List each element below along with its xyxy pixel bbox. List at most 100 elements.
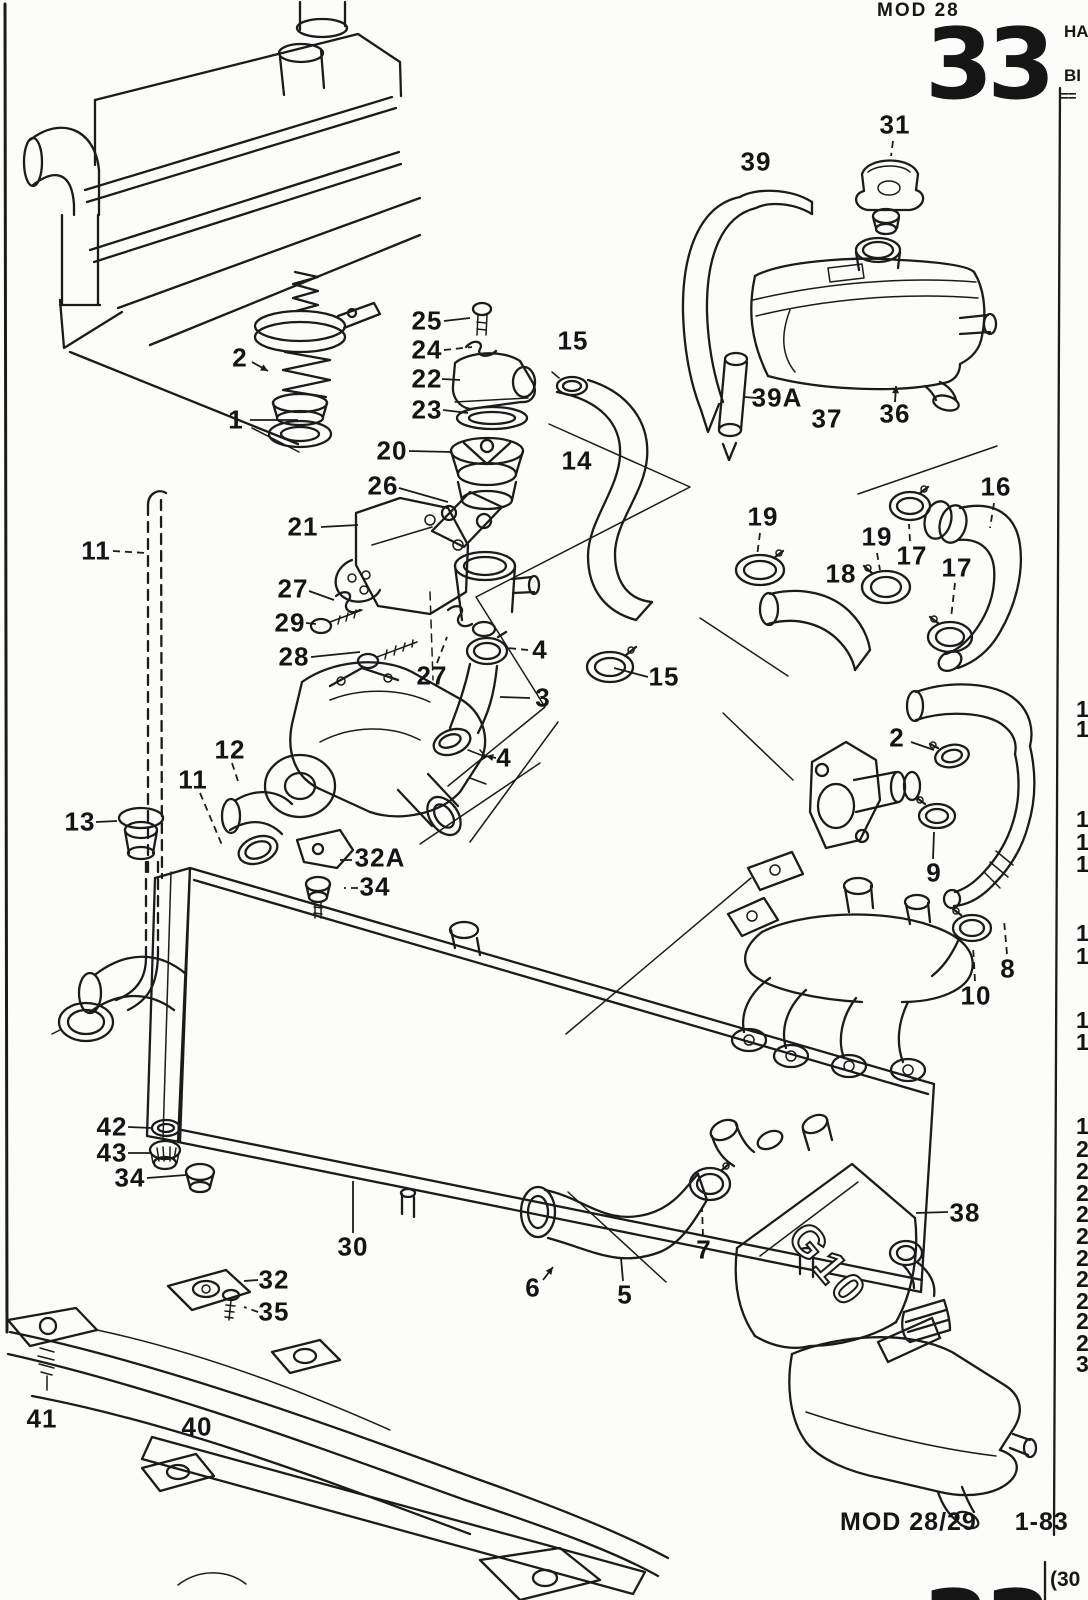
clipped-digit: 2	[1076, 1266, 1088, 1292]
part-label-25: 25	[411, 305, 443, 336]
footer-model-line: MOD 28/29 1-83	[840, 1508, 1069, 1537]
leader-line-11	[112, 550, 147, 554]
leader-line-19	[876, 552, 881, 571]
part-label-36: 36	[879, 398, 911, 429]
leader-line-21	[320, 524, 359, 528]
footer-corner-note: (30	[1050, 1568, 1081, 1591]
leader-line-34	[146, 1174, 187, 1179]
part-label-16: 16	[980, 471, 1012, 502]
construction-lines	[419, 423, 998, 1283]
leader-line-19	[756, 532, 761, 557]
leader-line-13	[95, 820, 118, 823]
part-label-11: 11	[81, 535, 111, 566]
leader-arrowhead-6	[545, 1267, 553, 1275]
part-label-15: 15	[557, 325, 589, 356]
part-label-4: 4	[496, 742, 512, 773]
leader-line-8	[1003, 919, 1008, 955]
clipped-digit: 1	[1076, 1029, 1088, 1055]
leader-line-5	[620, 1257, 624, 1282]
leader-line-26	[398, 487, 449, 503]
part-label-9: 9	[926, 857, 942, 888]
part-label-30: 30	[337, 1231, 369, 1262]
leader-line-17	[908, 523, 911, 542]
part-label-29: 29	[274, 607, 306, 638]
leader-arrowhead-4	[486, 754, 494, 761]
page-rules	[3, 2, 1062, 1600]
clipped-digit: 1	[1076, 696, 1088, 722]
leader-line-29	[305, 622, 317, 625]
hose14-drawing	[551, 371, 654, 622]
part-label-15: 15	[648, 661, 680, 692]
outlet-flange-drawing	[808, 683, 1036, 978]
leader-line-20	[408, 450, 453, 453]
overflow-tank-drawing: G10	[734, 1162, 1038, 1530]
leader-line-28	[310, 651, 361, 658]
clipped-digit: 1	[1076, 1113, 1088, 1139]
front-panel-drawing	[6, 1306, 670, 1600]
leader-line-27	[308, 590, 335, 601]
leader-line-11	[199, 792, 223, 846]
part-label-2: 2	[232, 342, 248, 373]
leader-line-32	[243, 1279, 259, 1282]
leader-line-10	[972, 944, 976, 982]
clipped-digit: 1	[1076, 851, 1088, 877]
part-label-6: 6	[525, 1272, 541, 1303]
part-label-4: 4	[532, 634, 548, 665]
leader-line-3	[499, 696, 531, 699]
part-label-35: 35	[258, 1296, 290, 1327]
part-label-43: 43	[96, 1137, 128, 1168]
part-label-11: 11	[178, 764, 208, 795]
part-label-27: 27	[277, 573, 309, 604]
part-label-5: 5	[617, 1279, 633, 1310]
part-label-41: 41	[26, 1403, 58, 1434]
clipped-digit: 1	[1076, 1007, 1088, 1033]
part-label-40: 40	[181, 1411, 213, 1442]
leader-line-31	[890, 140, 894, 157]
leader-line-39A	[743, 396, 758, 399]
part-label-32: 32	[258, 1264, 290, 1295]
section-number: 33	[925, 8, 1055, 122]
clipped-digit: 2	[1076, 1288, 1088, 1314]
leader-line-25	[443, 317, 471, 322]
clipped-digit: 2	[1076, 1180, 1088, 1206]
part-label-24: 24	[411, 334, 443, 365]
clipped-digit: 1	[1076, 716, 1088, 742]
thermostat-housing-drawing	[309, 301, 541, 757]
clipped-digit: 1	[1076, 920, 1088, 946]
part-label-2: 2	[889, 722, 905, 753]
clipped-digit: 2	[1076, 1201, 1088, 1227]
leader-line-7	[701, 1206, 704, 1237]
leader-line-16	[989, 502, 995, 529]
hose5-drawing	[519, 1161, 732, 1260]
leader-line-2	[910, 741, 935, 751]
water-pump-drawing	[220, 661, 487, 866]
engine-head-drawing	[22, 0, 422, 453]
part-label-21: 21	[287, 511, 319, 542]
part-label-3: 3	[535, 682, 551, 713]
header-right-mid-text: BI	[1064, 66, 1081, 85]
header-right-marks: ==	[1060, 88, 1077, 105]
hoses-right-drawing	[734, 485, 1022, 672]
part-label-23: 23	[411, 394, 443, 425]
part-label-34: 34	[359, 871, 391, 902]
part-label-39: 39	[740, 146, 772, 177]
part-label-7: 7	[696, 1234, 712, 1265]
footer-model-code: MOD 28/29	[840, 1508, 977, 1536]
part-label-18: 18	[825, 558, 857, 589]
clipped-digit: 2	[1076, 1245, 1088, 1271]
manifold-drawing	[709, 850, 974, 1168]
leader-line-35	[243, 1306, 259, 1313]
leader-line-15	[613, 667, 649, 678]
leader-line-42	[127, 1126, 153, 1129]
clipped-digit: 1	[1076, 806, 1088, 832]
footer-date-code: 1-83	[1014, 1508, 1069, 1536]
part-label-19: 19	[861, 521, 893, 552]
clipped-digit: 2	[1076, 1136, 1088, 1162]
part-label-34: 34	[114, 1162, 146, 1193]
part-label-17: 17	[896, 540, 928, 571]
leader-line-38	[915, 1211, 949, 1214]
part-label-26: 26	[367, 470, 399, 501]
radiator-mount-parts-drawing	[148, 1118, 216, 1194]
footer-section-number-partial: 33	[922, 1570, 1052, 1600]
